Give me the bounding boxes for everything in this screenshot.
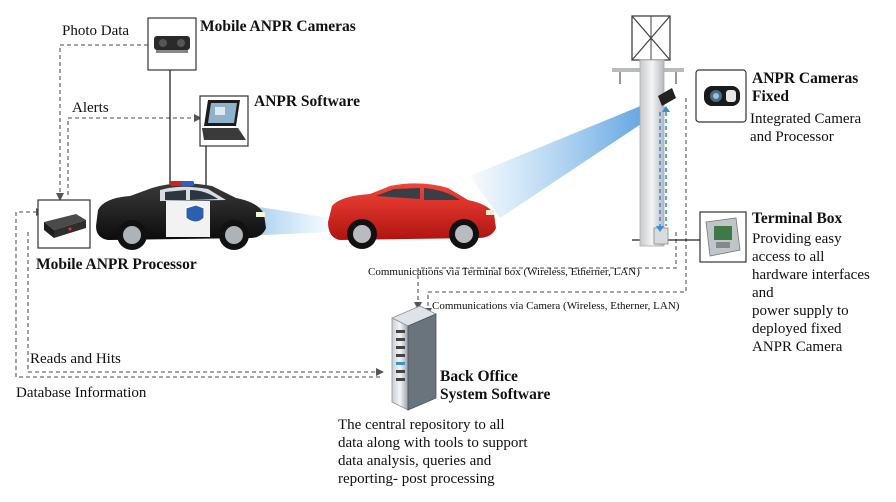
comm-camera-label: Communications via Camera (Wireless, Eth… bbox=[432, 300, 680, 312]
fixed-camera-desc: Integrated Camera and Processor bbox=[750, 110, 861, 146]
back-office-title: Back Office System Software bbox=[440, 368, 550, 404]
fixed-camera-beam bbox=[470, 98, 665, 218]
fixed-camera-desc-line2: and Processor bbox=[750, 129, 834, 145]
back-office-server bbox=[391, 305, 437, 411]
terminal-desc-line2: access to all bbox=[752, 249, 825, 265]
fixed-camera-desc-line1: Integrated Camera bbox=[750, 111, 862, 127]
terminal-desc-line4: and bbox=[752, 285, 774, 301]
back-office-desc-line1: The central repository to all bbox=[338, 417, 505, 433]
terminal-desc-line3: hardware interfaces bbox=[752, 267, 870, 283]
back-office-desc-line2: data along with tools to support bbox=[338, 435, 528, 451]
back-office-desc-line3: data analysis, queries and bbox=[338, 453, 492, 469]
reads-hits-line bbox=[27, 232, 378, 373]
terminal-box-title: Terminal Box bbox=[752, 210, 843, 227]
terminal-desc-line5: power supply to bbox=[752, 303, 849, 319]
back-office-title-line2: System Software bbox=[440, 386, 551, 403]
terminal-desc-line1: Providing easy bbox=[752, 231, 842, 247]
gantry-pole bbox=[612, 15, 684, 247]
pole-arrowheads bbox=[656, 106, 670, 232]
comm-terminal-line bbox=[417, 232, 677, 306]
fixed-camera-title-line2: Fixed bbox=[752, 88, 790, 105]
anpr-software-laptop bbox=[199, 95, 249, 147]
comm-terminal-label: Communications via Terminal box (Wireles… bbox=[368, 266, 640, 278]
mobile-anpr-processor bbox=[37, 199, 91, 249]
pole-comm-arrows bbox=[659, 112, 667, 226]
fixed-camera-title-line1: ANPR Cameras bbox=[752, 70, 859, 87]
photo-data-label: Photo Data bbox=[62, 23, 130, 39]
fixed-anpr-camera bbox=[695, 69, 747, 123]
alerts-label: Alerts bbox=[72, 100, 109, 116]
mobile-processor-label: Mobile ANPR Processor bbox=[36, 256, 197, 273]
fixed-camera-title: ANPR Cameras Fixed bbox=[752, 70, 858, 106]
terminal-box-desc: Providing easy access to all hardware in… bbox=[752, 230, 870, 356]
mobile-anpr-camera bbox=[147, 17, 197, 71]
photo-data-line bbox=[59, 44, 148, 195]
terminal-desc-line7: ANPR Camera bbox=[752, 339, 843, 355]
mobile-cameras-label: Mobile ANPR Cameras bbox=[200, 18, 356, 35]
connector-lines bbox=[15, 44, 687, 378]
database-info-label: Database Information bbox=[16, 385, 147, 401]
comm-camera-line bbox=[427, 98, 687, 312]
red-car bbox=[328, 183, 496, 249]
reads-hits-label: Reads and Hits bbox=[30, 351, 121, 367]
database-info-line bbox=[15, 211, 380, 378]
anpr-software-label: ANPR Software bbox=[254, 93, 361, 110]
back-office-title-line1: Back Office bbox=[440, 368, 518, 385]
terminal-box-image bbox=[699, 211, 747, 263]
terminal-desc-line6: deployed fixed bbox=[752, 321, 842, 337]
back-office-desc: The central repository to all data along… bbox=[338, 416, 528, 488]
back-office-desc-line4: reporting- post processing bbox=[338, 471, 495, 487]
alerts-line bbox=[67, 117, 196, 195]
police-car bbox=[96, 181, 266, 250]
